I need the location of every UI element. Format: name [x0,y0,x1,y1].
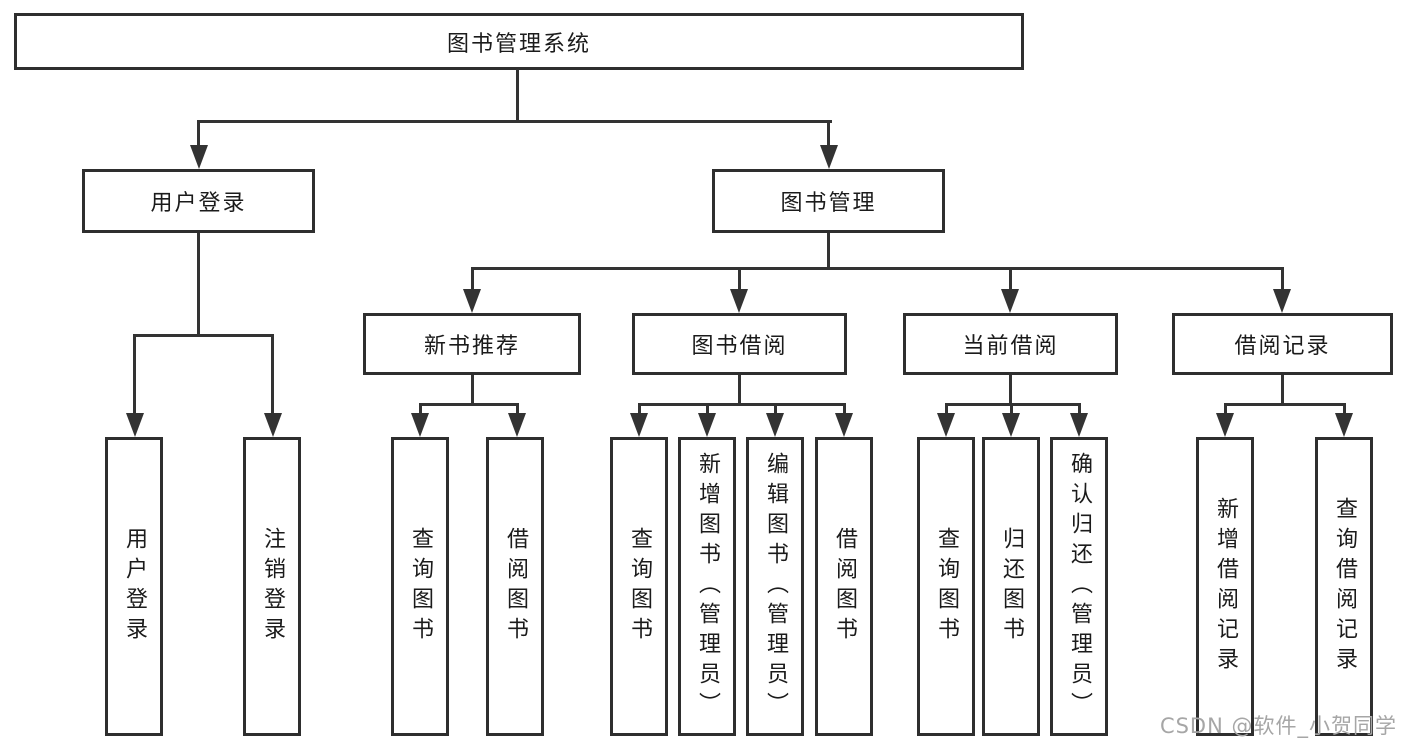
arrow-down-icon [264,413,282,437]
arrow-down-icon [1002,413,1020,437]
connector-root-bar [197,120,832,123]
leaf-borrow-books: 借阅图书 [815,437,873,736]
watermark-text: CSDN @软件_小贺同学 [1159,714,1397,738]
arrow-down-icon [730,289,748,313]
leaf-label: 编辑图书（管理员） [763,451,788,722]
connector-stub [419,403,422,417]
arrow-down-icon [411,413,429,437]
leaf-label: 查询借阅记录 [1332,496,1357,677]
connector-stub [516,403,519,417]
connector-bar [471,267,1284,270]
leaf-return-books: 归还图书 [982,437,1040,736]
connector-bar [1224,403,1346,406]
node-label: 图书管理系统 [446,31,591,57]
arrow-down-icon [937,413,955,437]
leaf-label: 用户登录 [122,526,147,647]
node-library-system: 图书管理系统 [14,13,1024,70]
connector-stub [706,403,709,417]
leaf-label: 确认归还（管理员） [1067,451,1092,722]
node-label: 用户登录 [150,191,247,216]
leaf-label: 归还图书 [999,526,1024,647]
node-label: 图书借阅 [691,334,788,359]
arrow-down-icon [630,413,648,437]
node-book-borrow: 图书借阅 [632,313,847,375]
arrow-down-icon [698,413,716,437]
connector-trunk [197,233,200,337]
arrow-down-icon [463,289,481,313]
arrow-down-icon [1001,289,1019,313]
leaf-query-books-current: 查询图书 [917,437,975,736]
connector-stub [738,267,741,293]
connector-stub [843,403,846,417]
arrow-down-icon [820,145,838,169]
arrow-down-icon [508,413,526,437]
node-user-login: 用户登录 [82,169,315,233]
leaf-label: 查询图书 [934,526,959,647]
arrow-down-icon [1335,413,1353,437]
connector-stub [1281,267,1284,293]
connector-stub [271,334,274,416]
leaf-label: 借阅图书 [503,526,528,647]
connector-stub [1009,267,1012,293]
connector-stub [471,267,474,293]
connector-stub [774,403,777,417]
arrow-down-icon [1216,413,1234,437]
leaf-confirm-return-admin: 确认归还（管理员） [1050,437,1108,736]
leaf-query-borrow-record: 查询借阅记录 [1315,437,1373,736]
connector-trunk [738,375,741,406]
connector-root-trunk [516,69,519,122]
leaf-query-books-borrow: 查询图书 [610,437,668,736]
leaf-label: 借阅图书 [832,526,857,647]
leaf-query-books-recommend: 查询图书 [391,437,449,736]
connector-stub [638,403,641,417]
leaf-add-borrow-record: 新增借阅记录 [1196,437,1254,736]
node-label: 借阅记录 [1234,334,1331,359]
connector-stub [1010,403,1013,417]
arrow-down-icon [766,413,784,437]
node-label: 图书管理 [780,191,877,216]
leaf-label: 查询图书 [408,526,433,647]
connector-stub [945,403,948,417]
arrow-down-icon [126,413,144,437]
node-new-book-recommend: 新书推荐 [363,313,581,375]
connector-stub [197,120,200,148]
leaf-label: 查询图书 [627,526,652,647]
connector-trunk [471,375,474,406]
connector-bar [133,334,274,337]
connector-stub [1078,403,1081,417]
connector-trunk [1009,375,1012,406]
arrow-down-icon [1273,289,1291,313]
leaf-label: 新增借阅记录 [1213,496,1238,677]
arrow-down-icon [190,145,208,169]
arrow-down-icon [835,413,853,437]
connector-stub [827,120,830,148]
node-current-borrow: 当前借阅 [903,313,1118,375]
leaf-label: 注销登录 [260,526,285,647]
node-book-management: 图书管理 [712,169,945,233]
node-label: 当前借阅 [962,334,1059,359]
arrow-down-icon [1070,413,1088,437]
leaf-edit-books-admin: 编辑图书（管理员） [746,437,804,736]
leaf-label: 新增图书（管理员） [695,451,720,722]
connector-bar [638,403,846,406]
connector-stub [133,334,136,416]
connector-trunk [1281,375,1284,406]
leaf-user-login: 用户登录 [105,437,163,736]
leaf-logout: 注销登录 [243,437,301,736]
connector-bar [419,403,519,406]
connector-stub [1224,403,1227,417]
leaf-borrow-books-recommend: 借阅图书 [486,437,544,736]
connector-stub [1343,403,1346,417]
leaf-add-books-admin: 新增图书（管理员） [678,437,736,736]
node-label: 新书推荐 [423,334,520,359]
connector-trunk [827,233,830,270]
node-borrow-records: 借阅记录 [1172,313,1393,375]
connector-bar [945,403,1081,406]
